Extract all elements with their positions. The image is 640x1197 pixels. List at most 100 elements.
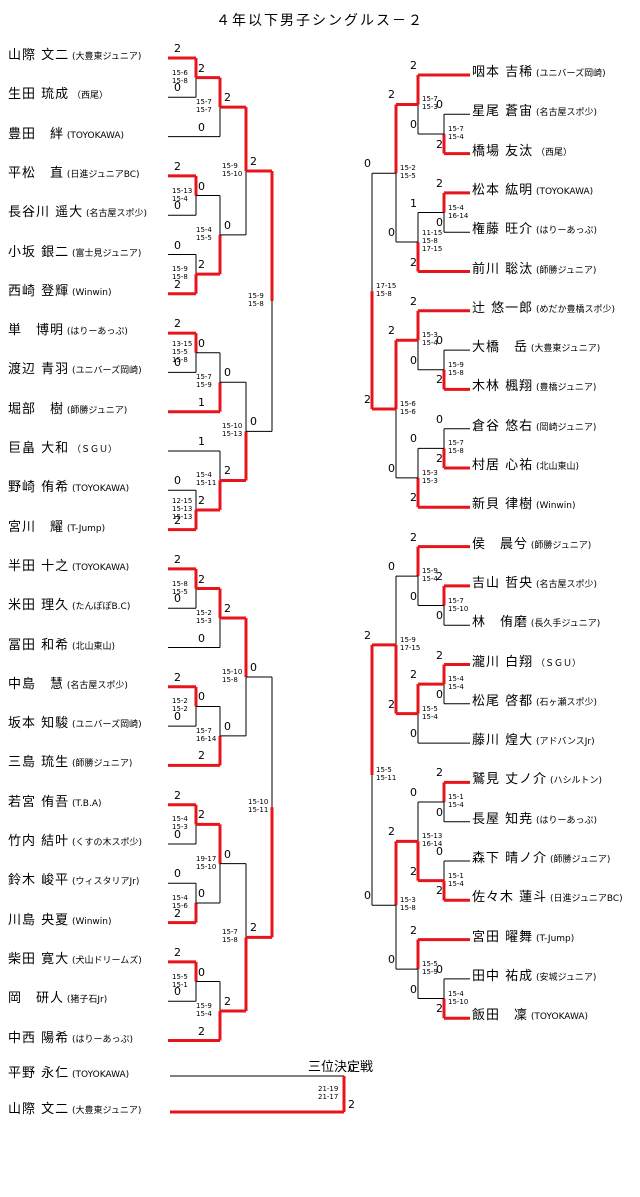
match-score: 0: [198, 179, 205, 193]
right-player: 吉山 哲央 (名古屋スポ少): [472, 576, 597, 593]
player-team: (Winwin): [69, 287, 112, 298]
game-score: 15-11: [248, 806, 269, 815]
third-place-player: 平野 永仁 (TOYOKAWA): [8, 1066, 129, 1083]
match-score: 0: [174, 828, 181, 841]
right-player: 辻 悠一郎 (めだか豊橋スポ少): [472, 301, 615, 318]
left-player: 三島 琉生 (師勝ジュニア): [8, 755, 132, 772]
player-team: (富士見ジュニア): [69, 248, 142, 259]
match-score: 0: [198, 120, 205, 134]
player-name: 岡 研人: [8, 991, 65, 1007]
player-team: (師勝ジュニア): [547, 855, 611, 865]
player-name: 野崎 侑希: [8, 480, 70, 496]
game-score: 11-15: [422, 229, 443, 238]
match-score: 1: [198, 395, 205, 409]
right-player: 瀧川 白翔 （ＳＧＵ）: [472, 655, 581, 672]
match-score: 2: [436, 884, 443, 898]
game-score: 16-14: [196, 734, 217, 743]
player-team: (豊橋ジュニア): [533, 383, 597, 394]
player-name: 星尾 蒼宙: [472, 104, 534, 120]
match-score: 2: [174, 788, 181, 802]
player-team: (北山東山): [69, 641, 116, 652]
player-name: 藤川 煌大: [472, 733, 534, 749]
match-score: 0: [410, 353, 417, 367]
game-score: 15-10: [196, 862, 217, 871]
game-score: 15-4: [448, 989, 464, 998]
player-name: 瀧川 白翔: [472, 654, 534, 670]
game-score: 15-8: [222, 675, 238, 684]
match-score: 0: [436, 216, 443, 230]
game-score: 15-6: [400, 400, 416, 409]
game-score: 15-9: [196, 381, 212, 390]
game-score: 15-5: [172, 347, 188, 356]
left-player: 坂本 知駿 (ユニバーズ岡崎): [8, 716, 142, 733]
player-team: (大豊東ジュニア): [528, 344, 601, 355]
game-score: 15-1: [448, 871, 464, 880]
player-team: （西尾）: [533, 147, 573, 158]
game-score: 15-8: [448, 447, 464, 456]
game-score: 15-4: [448, 801, 464, 810]
match-score: 0: [436, 98, 443, 112]
game-score: 15-9: [196, 1002, 212, 1011]
player-team: (師勝ジュニア): [64, 405, 128, 416]
player-team: (猪子石Jr): [64, 995, 108, 1006]
match-score: 0: [364, 157, 371, 171]
right-player: 大橋 岳 (大豊東ジュニア): [472, 340, 600, 357]
match-score: 0: [410, 786, 417, 800]
game-score: 15-13: [422, 832, 443, 841]
match-score: 0: [174, 81, 181, 95]
left-player: 若宮 侑吾 (T.B.A): [8, 795, 102, 812]
match-score: 2: [436, 176, 443, 190]
game-score: 15-4: [172, 194, 188, 203]
player-name: 冨田 和希: [8, 637, 70, 653]
game-score: 15-2: [400, 164, 416, 173]
player-name: 米田 理久: [8, 598, 70, 614]
third-place-title: 三位決定戦: [308, 1060, 374, 1075]
match-score: 2: [410, 491, 417, 505]
right-player: 森下 晴ノ介 (師勝ジュニア): [472, 851, 610, 868]
match-score: 2: [410, 294, 417, 308]
match-score: 0: [388, 560, 395, 574]
match-score: 2: [436, 569, 443, 583]
match-score: 2: [250, 154, 257, 168]
player-name: 半田 十之: [8, 558, 70, 574]
player-name: 松尾 啓都: [472, 693, 534, 709]
game-score: 15-4: [422, 712, 438, 721]
player-team: (TOYOKAWA): [64, 130, 125, 141]
player-team: (T-Jump): [533, 933, 575, 944]
right-player: 佐々木 蓮斗 (日進ジュニアBC): [472, 890, 623, 907]
player-team: (めだか豊橋スポ少): [533, 304, 616, 315]
player-team: (Winwin): [533, 501, 576, 512]
game-score: 15-3: [422, 468, 438, 477]
game-score: 15-8: [248, 300, 264, 309]
left-player: 生田 琉成 （西尾）: [8, 87, 108, 104]
match-score: 0: [224, 366, 231, 380]
player-name: 咽本 吉稀: [472, 65, 534, 80]
match-score: 0: [388, 461, 395, 475]
player-team: (名古屋スポ少): [83, 209, 148, 220]
match-score: 2: [174, 670, 181, 684]
game-score: 15-4: [196, 225, 212, 234]
player-name: 宮田 曜舞: [472, 929, 534, 945]
right-player: 村居 心祐 (北山東山): [472, 458, 579, 475]
right-player: 林 侑磨 (長久手ジュニア): [472, 615, 600, 632]
match-score: 2: [174, 317, 181, 331]
player-name: 吉山 哲央: [472, 575, 534, 591]
match-score: 0: [436, 962, 443, 976]
match-score: 0: [224, 847, 231, 861]
match-score: 0: [250, 415, 257, 429]
player-name: 宮川 耀: [8, 519, 65, 535]
player-name: 平松 直: [8, 165, 65, 181]
game-score: 15-8: [448, 368, 464, 377]
player-name: 単 博明: [8, 323, 65, 339]
player-name: 柴田 寛大: [8, 951, 70, 967]
match-score: 2: [198, 61, 205, 75]
match-score: 0: [198, 690, 205, 704]
right-player: 倉谷 悠右 (岡崎ジュニア): [472, 419, 596, 436]
match-score: 0: [436, 805, 443, 819]
match-score: 0: [436, 687, 443, 701]
right-player: 新貝 律樹 (Winwin): [472, 497, 576, 514]
player-team: (師勝ジュニア): [528, 540, 592, 551]
left-player: 豊田 絆 (TOYOKAWA): [8, 127, 124, 144]
player-name: 侯 晨兮: [472, 536, 529, 552]
left-player: 冨田 和希 (北山東山): [8, 638, 115, 655]
